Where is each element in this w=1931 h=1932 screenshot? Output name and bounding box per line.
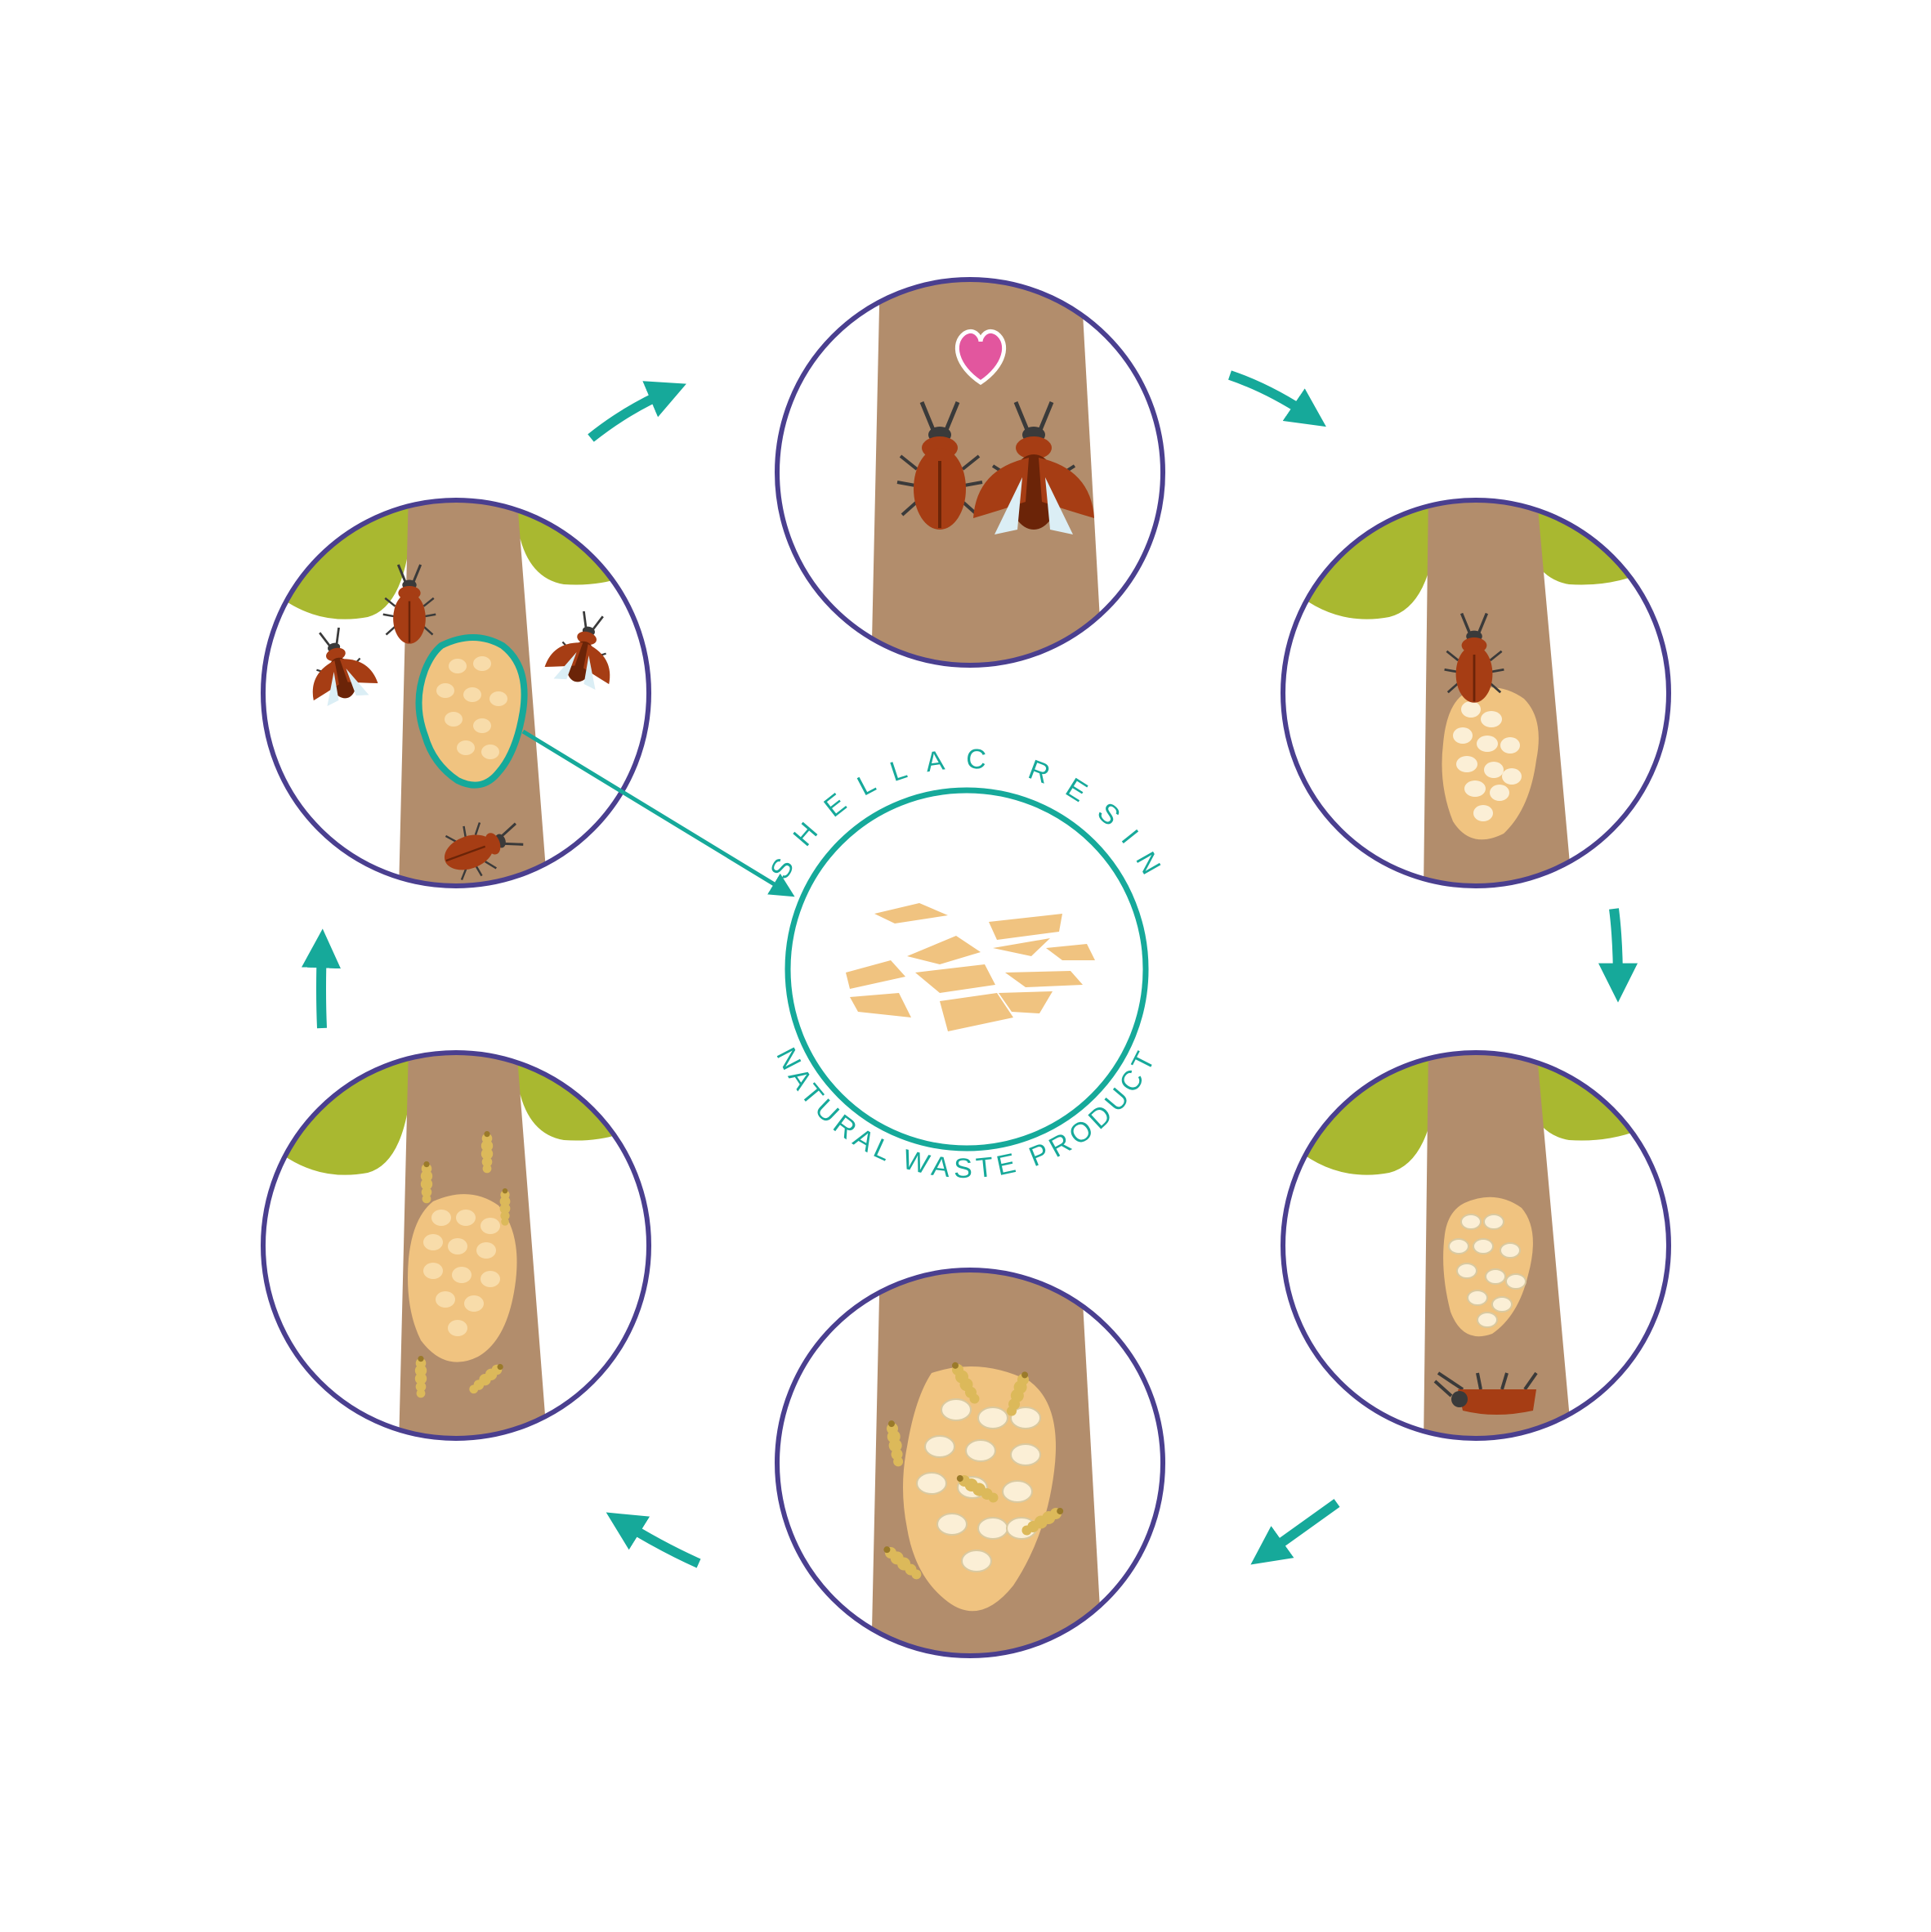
resin-cells <box>436 656 507 759</box>
stage-larvae-hatch <box>775 1268 1165 1658</box>
stage-ring <box>775 277 1165 668</box>
stage-egg-laying <box>1281 498 1671 888</box>
connector-arrow <box>521 729 795 897</box>
stage-ring <box>775 1268 1165 1658</box>
arrow-icon <box>1228 370 1326 427</box>
dead-beetle-icon <box>1433 1371 1538 1415</box>
tree-trunk <box>871 280 1103 665</box>
stage-ring <box>261 498 651 888</box>
stage-ring <box>1281 498 1671 888</box>
eggs <box>1448 1214 1526 1328</box>
shellac-flakes-icon <box>846 903 1095 1031</box>
stage-ring <box>1281 1050 1671 1441</box>
arrow-icon <box>302 928 342 1029</box>
cycle-arrows <box>302 370 1638 1568</box>
resin-cells <box>423 1210 500 1336</box>
arrow-icon <box>588 381 686 442</box>
stage-ring <box>261 1050 651 1441</box>
arrow-icon <box>1598 908 1638 1003</box>
stage-larvae-leave <box>261 1050 651 1441</box>
heart-icon <box>954 329 1007 386</box>
resin-piece-highlight <box>415 634 528 789</box>
arrow-icon <box>1250 1499 1340 1565</box>
arrow-icon <box>606 1512 701 1568</box>
eggs <box>916 1398 1041 1572</box>
eggs <box>1453 701 1522 821</box>
stage-mating <box>775 277 1165 668</box>
stage-female-dies <box>1281 1050 1671 1441</box>
center-shellac: SHELLAC RESIN NATURAL WASTE PRODUCT <box>764 744 1164 1185</box>
stage-adults-emerge <box>261 498 651 888</box>
